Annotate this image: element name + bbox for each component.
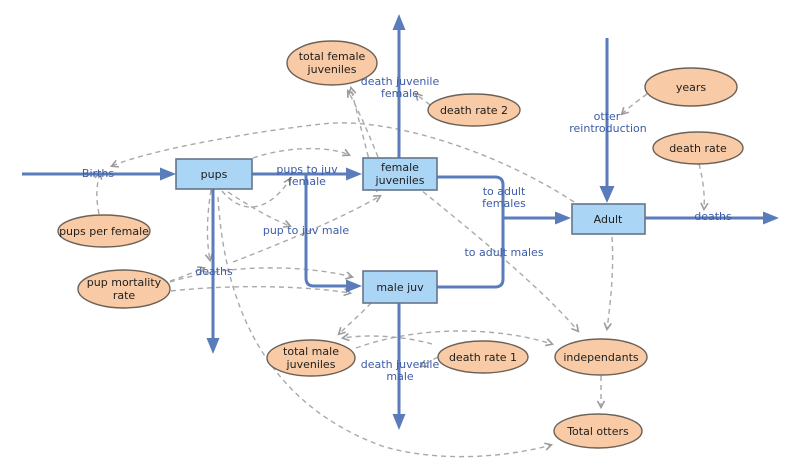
aux-pups-per-female[interactable]	[57, 214, 151, 248]
stock-adult-label: Adult	[594, 213, 623, 226]
flow-death-juv-female-label-2: female	[381, 87, 419, 100]
link-pups-to-femjuv-top[interactable]	[252, 147, 351, 159]
flow-pipes	[22, 14, 779, 430]
stock-pups[interactable]	[175, 158, 253, 190]
flow-pups-to-juv-female-label-1: pups to juv	[276, 163, 338, 176]
flow-to-adult-males-label: to adult males	[464, 246, 543, 259]
flow-births-arrowhead	[160, 167, 176, 181]
aux-death-rate-2[interactable]	[427, 93, 521, 127]
flow-death-juv-male-label-2: male	[386, 370, 414, 383]
link-total-male-juv-to-independants[interactable]	[355, 330, 555, 349]
aux-death-rate[interactable]	[652, 131, 744, 165]
flow-births-label: Births	[82, 167, 114, 180]
flow-pups-to-juv-female-arrowhead	[346, 167, 362, 181]
link-femjuv-to-total-female-juveniles-1[interactable]	[346, 89, 379, 158]
flow-labels: Births pups to juv female pup to juv mal…	[82, 75, 732, 383]
link-death-juv-male-to-total-male-juveniles[interactable]	[340, 332, 433, 345]
aux-years[interactable]	[644, 67, 738, 107]
link-years-to-otter-reintroduction[interactable]	[620, 93, 648, 116]
flow-to-adult-females-label-1: to adult	[483, 185, 526, 198]
aux-pups-per-female-label: pups per female	[59, 225, 149, 238]
aux-death-rate-2-label: death rate 2	[440, 104, 508, 117]
stock-female-juveniles-label-2: juveniles	[375, 174, 425, 187]
flow-pups-to-juv-female-label-2: female	[288, 175, 326, 188]
link-male-juv-to-total-male-juveniles[interactable]	[337, 302, 372, 336]
aux-independants[interactable]	[554, 338, 648, 376]
link-death-rate-1-to-death-juv-male[interactable]	[419, 356, 439, 368]
aux-pup-mortality-rate-label-1: pup mortality	[87, 276, 162, 289]
flow-pup-to-juv-male-arrowhead	[346, 279, 362, 293]
flow-to-adult-pipe[interactable]	[437, 175, 505, 289]
link-pup-mortality-to-male-juv-2[interactable]	[170, 285, 353, 297]
flow-death-juv-male-arrowhead	[392, 414, 406, 430]
aux-pup-mortality-rate-label-2: rate	[113, 289, 136, 302]
stock-male-juv[interactable]	[362, 270, 438, 304]
aux-pup-mortality-rate[interactable]	[77, 269, 171, 309]
stocks: pups female juveniles male juv Adult	[175, 157, 646, 304]
stock-pups-label: pups	[201, 168, 228, 181]
link-death-rate-2-to-death-juv-female[interactable]	[414, 92, 431, 106]
flow-pup-deaths-arrowhead	[206, 338, 220, 354]
flow-adult-deaths-label: deaths	[694, 210, 732, 223]
aux-total-otters-label: Total otters	[566, 425, 629, 438]
link-death-rate-to-adult-deaths[interactable]	[698, 163, 709, 212]
aux-total-female-juveniles[interactable]	[286, 40, 378, 86]
link-adult-to-births[interactable]	[109, 122, 575, 203]
stock-female-juveniles-label-1: female	[381, 161, 419, 174]
link-deaths-to-femjuv-bottom[interactable]	[232, 194, 382, 263]
flow-death-juv-male-label-1: death juvenile	[361, 358, 440, 371]
link-pups-to-pups-to-juv-female[interactable]	[221, 177, 292, 208]
flow-pup-deaths-label: deaths	[195, 265, 233, 278]
flow-pup-to-juv-male-pipe[interactable]	[304, 174, 346, 288]
link-pup-mortality-to-deaths[interactable]	[169, 266, 207, 282]
stock-male-juv-label: male juv	[376, 281, 424, 294]
flow-otter-reintroduction-label-1: otter	[594, 110, 621, 123]
aux-total-otters[interactable]	[553, 413, 643, 449]
link-pups-to-deaths[interactable]	[204, 189, 214, 263]
flow-adult-deaths-arrowhead	[763, 211, 779, 225]
link-pups-to-pup-to-juv-male[interactable]	[227, 191, 293, 228]
stock-female-juveniles[interactable]	[362, 157, 438, 191]
aux-total-male-juveniles-label-2: juveniles	[286, 358, 336, 371]
link-adult-to-independants[interactable]	[603, 236, 614, 332]
aux-years-label: years	[676, 81, 707, 94]
flow-to-adult-arrowhead	[555, 211, 571, 225]
aux-total-female-juveniles-label-1: total female	[299, 50, 366, 63]
aux-independants-label: independants	[563, 351, 639, 364]
stock-adult[interactable]	[571, 203, 646, 235]
flow-otter-reintroduction-arrowhead	[599, 186, 615, 203]
link-pup-mortality-to-male-juv-1[interactable]	[169, 267, 355, 283]
flow-death-juv-female-label-1: death juvenile	[361, 75, 440, 88]
flow-to-adult-females-label-2: females	[482, 197, 526, 210]
auxiliaries: total female juveniles death rate 2 year…	[57, 40, 744, 449]
aux-total-male-juveniles-label-1: total male	[283, 345, 339, 358]
link-pups-per-female-to-births[interactable]	[94, 170, 103, 215]
aux-total-female-juveniles-label-2: juveniles	[307, 63, 357, 76]
aux-death-rate-1-label: death rate 1	[449, 351, 517, 364]
flow-pup-to-juv-male-label: pup to juv male	[263, 224, 350, 237]
aux-total-male-juveniles[interactable]	[266, 339, 356, 377]
flow-death-juv-female-arrowhead	[392, 14, 406, 30]
aux-death-rate-label: death rate	[669, 142, 727, 155]
flow-otter-reintroduction-label-2: reintroduction	[569, 122, 647, 135]
link-pups-to-total-otters[interactable]	[217, 196, 554, 458]
aux-death-rate-1[interactable]	[437, 340, 529, 374]
